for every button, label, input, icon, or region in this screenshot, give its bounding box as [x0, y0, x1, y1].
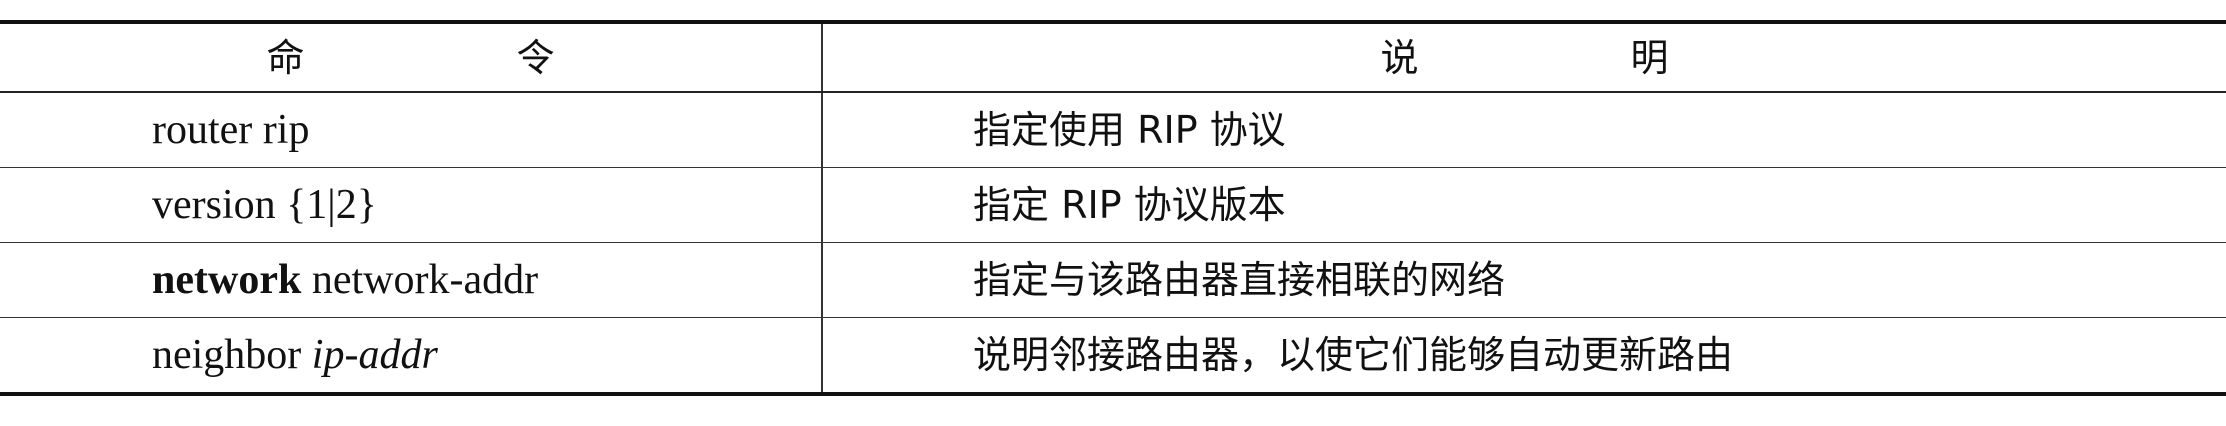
command-keyword: network: [152, 257, 302, 303]
description-text: 指定使用 RIP 协议: [973, 108, 1286, 152]
description-cell: 指定 RIP 协议版本: [822, 167, 2226, 243]
header-command: 命 令: [0, 24, 823, 93]
command-table: 命 令 说 明 router rip 指定使用 RIP 协议 version {…: [0, 20, 2226, 396]
table-top-rule: [0, 20, 2226, 24]
table-row: network network-addr 指定与该路由器直接相联的网络: [0, 242, 2226, 318]
description-text: 说明邻接路由器，以使它们能够自动更新路由: [973, 333, 1734, 377]
command-argument: network-addr: [301, 257, 539, 303]
description-text: 指定与该路由器直接相联的网络: [973, 258, 1506, 302]
table-bottom-rule: [0, 392, 2226, 396]
description-cell: 说明邻接路由器，以使它们能够自动更新路由: [822, 317, 2226, 392]
command-argument: ip-addr: [311, 332, 438, 378]
command-keyword: neighbor: [152, 332, 312, 378]
table-row: router rip 指定使用 RIP 协议: [0, 92, 2226, 168]
command-text: router rip: [152, 107, 310, 153]
rip-command-table: 命 令 说 明 router rip 指定使用 RIP 协议 version {…: [0, 24, 2226, 392]
table-row: version {1|2} 指定 RIP 协议版本: [0, 167, 2226, 243]
description-text: 指定 RIP 协议版本: [973, 183, 1286, 227]
description-cell: 指定使用 RIP 协议: [822, 92, 2226, 168]
header-row: 命 令 说 明: [0, 24, 2226, 93]
header-command-label: 命 令: [266, 35, 655, 80]
command-cell: network network-addr: [0, 242, 823, 318]
table-row: neighbor ip-addr 说明邻接路由器，以使它们能够自动更新路由: [0, 317, 2226, 392]
command-cell: neighbor ip-addr: [0, 317, 823, 392]
command-cell: version {1|2}: [0, 167, 823, 243]
command-text: version {1|2}: [152, 182, 377, 228]
header-description-label: 说 明: [1380, 35, 1769, 80]
command-cell: router rip: [0, 92, 823, 168]
header-description: 说 明: [822, 24, 2226, 93]
description-cell: 指定与该路由器直接相联的网络: [822, 242, 2226, 318]
